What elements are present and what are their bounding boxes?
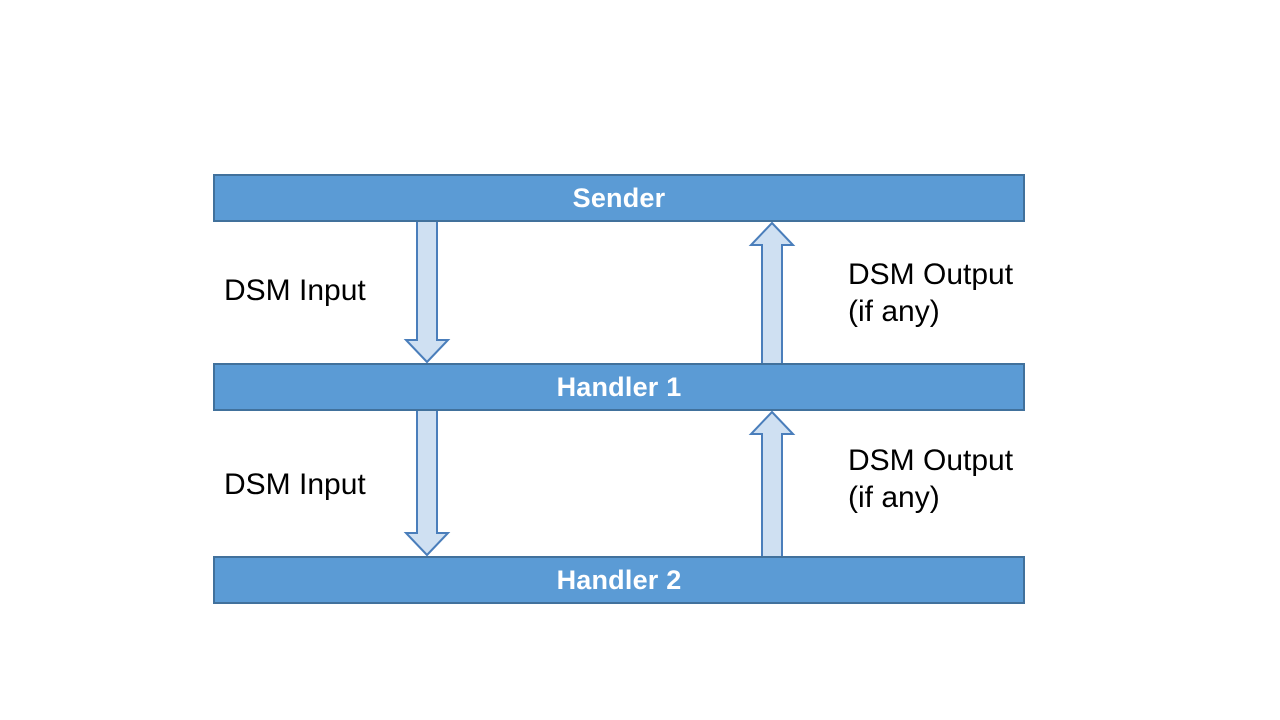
- down-arrow-sender-to-handler1-icon: [403, 220, 451, 364]
- dsm-output-label-top-line1: DSM Output: [848, 258, 1014, 291]
- dsm-input-label-bottom: DSM Input: [224, 468, 366, 501]
- node-handler1: Handler 1: [213, 363, 1025, 411]
- dsm-output-label-top-line2: (if any): [848, 295, 940, 328]
- node-sender: Sender: [213, 174, 1025, 222]
- node-handler1-label: Handler 1: [556, 371, 682, 402]
- dsm-output-label-bottom-line1: DSM Output: [848, 444, 1014, 477]
- up-arrow-handler1-to-sender-icon: [748, 221, 796, 365]
- node-sender-label: Sender: [572, 182, 666, 213]
- dsm-input-label-top: DSM Input: [224, 274, 366, 307]
- down-arrow-handler1-to-handler2-icon: [403, 409, 451, 557]
- node-handler2-label: Handler 2: [556, 564, 682, 595]
- dsm-output-label-top: DSM Output (if any): [848, 256, 1013, 330]
- up-arrow-handler2-to-handler1-icon: [748, 410, 796, 558]
- dsm-output-label-bottom-line2: (if any): [848, 481, 940, 514]
- dsm-output-label-bottom: DSM Output (if any): [848, 442, 1013, 516]
- node-handler2: Handler 2: [213, 556, 1025, 604]
